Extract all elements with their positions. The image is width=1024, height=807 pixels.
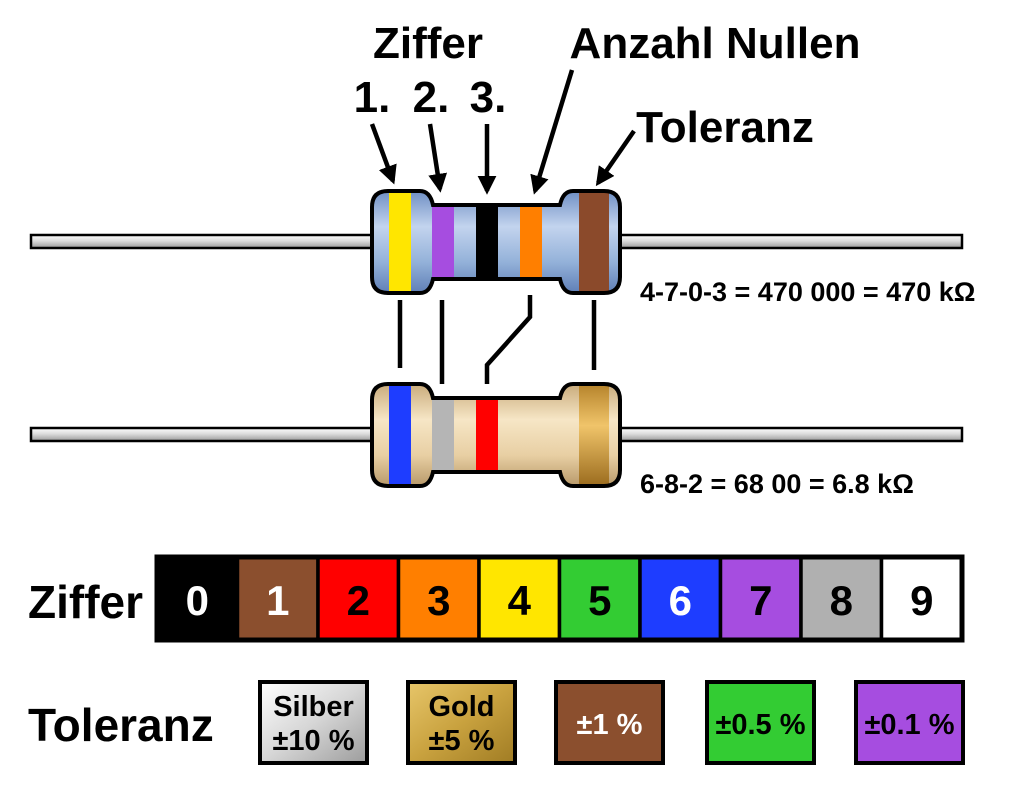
color-band-violet	[432, 205, 454, 279]
tolerance-box	[554, 680, 665, 765]
tolerance-box	[705, 680, 816, 765]
band-pointer-arrows	[369, 69, 636, 195]
arrow-band-2	[427, 123, 448, 193]
arrow-multiplier-band	[530, 69, 575, 195]
digit-cell-8	[799, 555, 884, 642]
color-band-orange	[520, 205, 542, 279]
ziffer-color-table: 0 1 2 3 4 5 6 7 8 9	[154, 554, 965, 643]
connector-band-3	[484, 295, 533, 384]
tolerance-value-label: ±1 %	[577, 709, 643, 741]
toleranz-heading: Toleranz	[636, 103, 814, 152]
digit-cell-label: 0	[186, 577, 209, 624]
tolerance-value-label: ±5 %	[429, 725, 495, 757]
resistor-6k8	[29, 382, 964, 488]
color-band-yellow	[389, 193, 411, 292]
color-band-gold	[579, 386, 609, 485]
resistor-outline	[370, 189, 622, 295]
resistor-470k	[29, 189, 964, 295]
toleranz-color-boxes: Silber±10 % Gold±5 % ±1 % ±0.5 % ±0.1 %	[258, 680, 965, 765]
digit-cell-label: 9	[910, 577, 933, 624]
tolerance-value-label: ±10 %	[272, 725, 354, 757]
digit-position-3-label: 3.	[470, 73, 507, 122]
digit-position-2-label: 2.	[413, 73, 450, 122]
digit-cell-label: 4	[508, 577, 532, 624]
digit-cell-label: 6	[669, 577, 692, 624]
digit-cell-label: 8	[830, 577, 853, 624]
band-connector-lines	[397, 295, 597, 384]
digit-cell-label: 2	[347, 577, 370, 624]
tolerance-box	[854, 680, 965, 765]
tolerance-box	[258, 680, 369, 765]
ziffer-table-label: Ziffer	[28, 576, 143, 628]
tolerance-box	[406, 680, 517, 765]
resistor-outline	[370, 382, 622, 488]
digit-cell-6	[638, 555, 723, 642]
arrow-tolerance-band	[595, 129, 636, 187]
digit-cell-label: 3	[427, 577, 450, 624]
toleranz-table-label: Toleranz	[28, 699, 214, 751]
color-band-black	[476, 205, 498, 279]
arrow-band-1	[369, 123, 397, 185]
resistor-1-formula: 4-7-0-3 = 470 000 = 470 kΩ	[640, 277, 975, 307]
digit-cell-5	[557, 555, 642, 642]
tolerance-material-label: Silber	[273, 691, 354, 723]
tolerance-material-label: Gold	[428, 691, 494, 723]
resistor-2-formula: 6-8-2 = 68 00 = 6.8 kΩ	[640, 469, 914, 499]
color-band-brown	[579, 193, 609, 292]
digit-cell-label: 5	[588, 577, 611, 624]
digit-position-1-label: 1.	[354, 73, 391, 122]
tolerance-value-label: ±0.5 %	[715, 709, 805, 741]
ziffer-heading: Ziffer	[373, 19, 483, 68]
digit-cell-9	[879, 555, 964, 642]
digit-cell-label: 7	[749, 577, 772, 624]
color-band-red	[476, 398, 498, 472]
tolerance-value-label: ±0.1 %	[864, 709, 954, 741]
anzahl-nullen-heading: Anzahl Nullen	[570, 19, 861, 68]
color-band-grey	[432, 398, 454, 472]
digit-cell-label: 1	[266, 577, 289, 624]
digit-table-frame	[154, 554, 965, 643]
color-band-blue	[389, 386, 411, 485]
